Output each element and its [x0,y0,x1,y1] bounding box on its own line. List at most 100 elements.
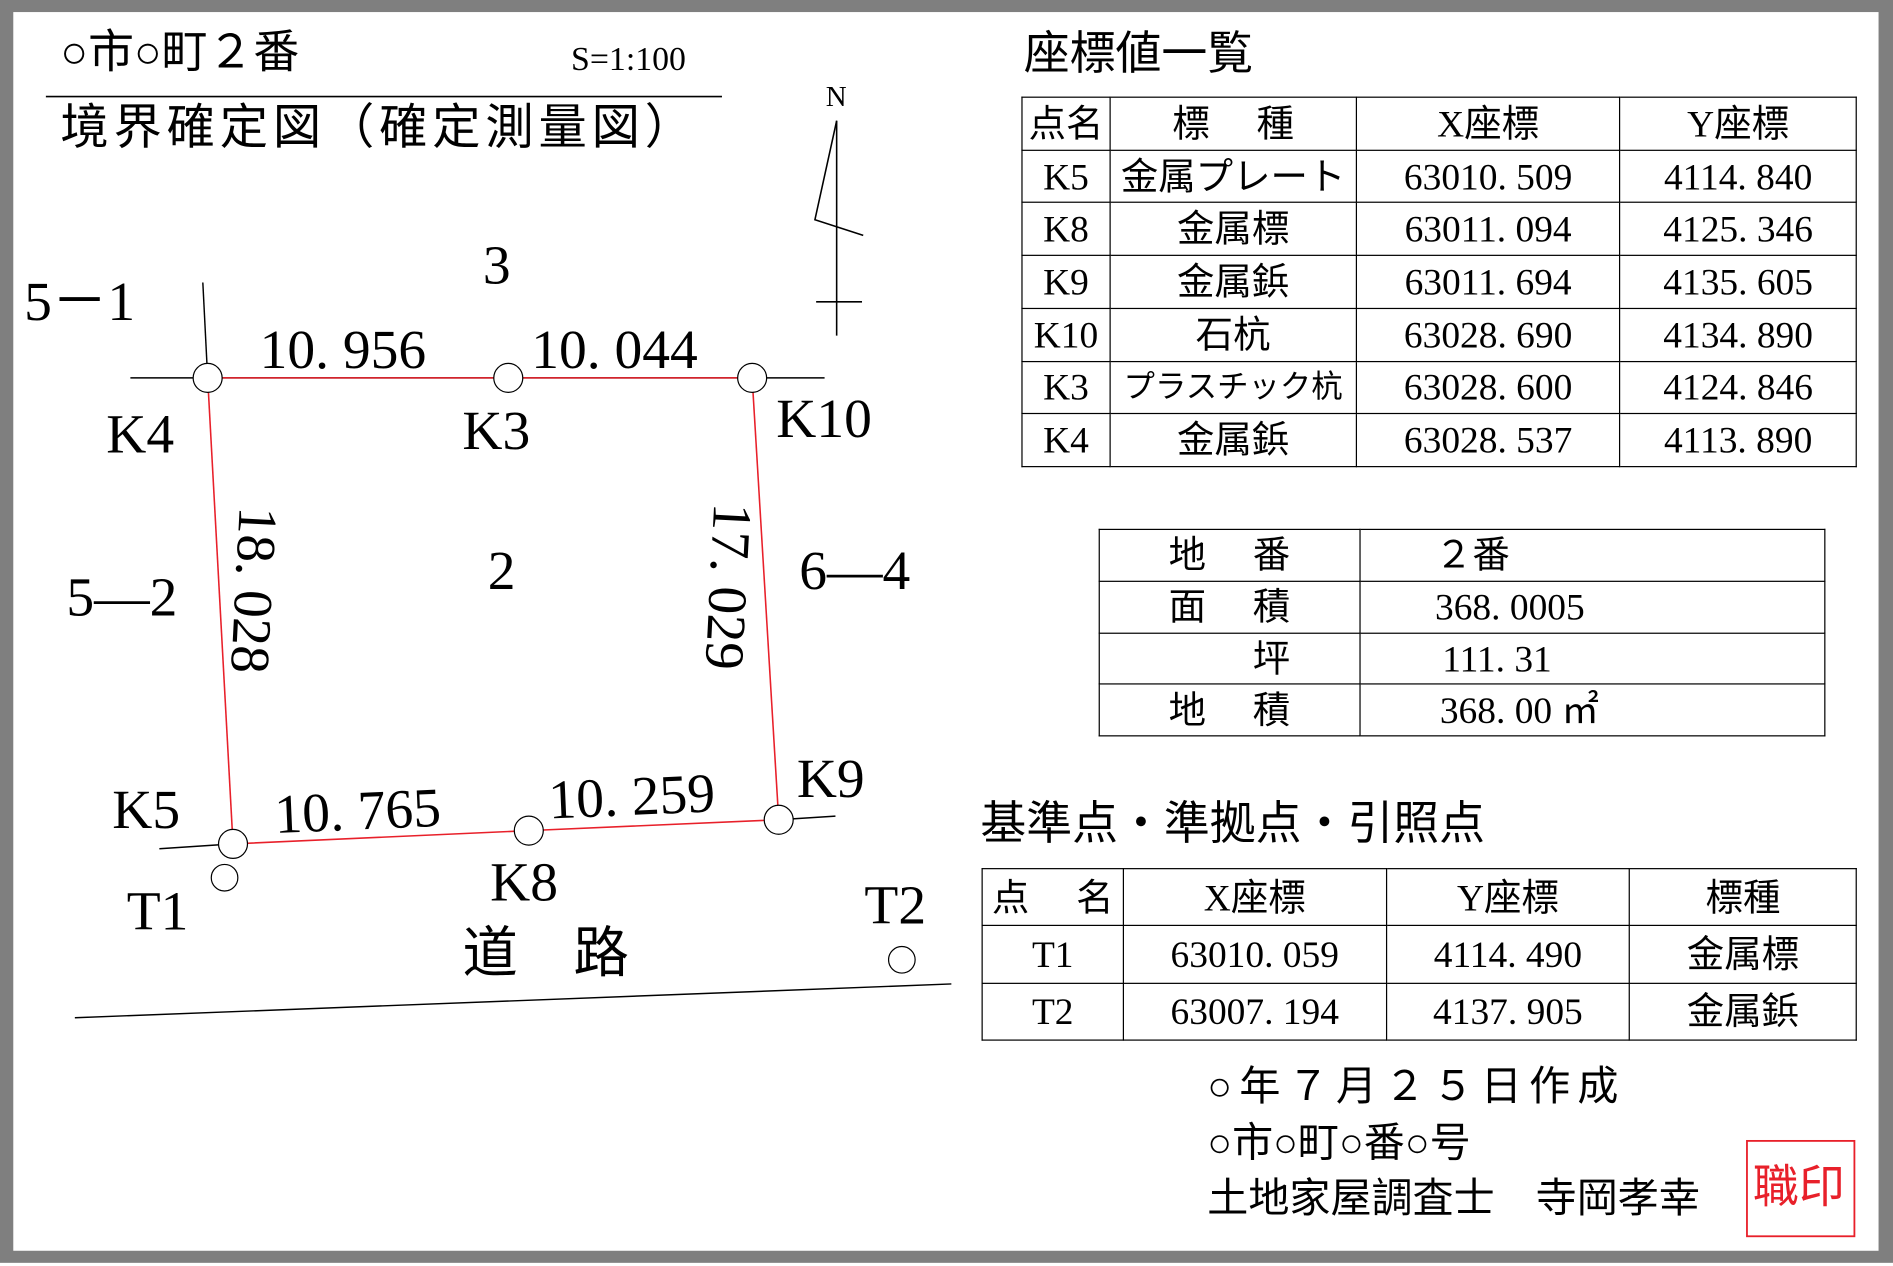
point-name: K3 [1021,360,1111,415]
row-label: 面 積 [1098,580,1361,634]
point-k9-marker [763,804,794,835]
y-coord: 4137. 905 [1385,982,1631,1041]
distance-k4-k5: 18. 028 [218,505,288,675]
table-header-row: 点名 標 種 X座標 Y座標 [1021,96,1857,151]
header-cell: 標 種 [1109,96,1357,151]
row-label: 地 番 [1098,528,1361,582]
drawing-title: 境界確定図（確定測量図） [60,100,698,155]
lot-6-4-label: 6—4 [799,541,910,602]
x-coord: 63011. 694 [1355,254,1621,309]
row-value: 368. 0005 [1358,580,1826,634]
distance-k5-k8: 10. 765 [273,778,442,846]
k4-label: K4 [106,405,174,466]
lot-2-label: 2 [488,541,516,602]
point-name: K4 [1021,413,1111,468]
y-coord: 4124. 846 [1619,360,1857,415]
t1-label: T1 [127,882,189,943]
surveyor-name: 土地家屋調査士 寺岡孝幸 [1207,1177,1700,1222]
point-t2-marker [887,945,916,974]
marker-type: 金属鋲 [1109,413,1357,468]
header-cell: X座標 [1122,868,1387,927]
point-name: K10 [1021,307,1111,362]
header-cell: Y座標 [1619,96,1857,151]
x-coord: 63028. 537 [1355,413,1621,468]
t2-label: T2 [864,876,926,937]
seal-box [1746,1139,1856,1238]
ref-table-title: 基準点・準拠点・引照点 [980,799,1485,850]
k10-label: K10 [776,389,872,450]
x-coord: 63028. 600 [1355,360,1621,415]
row-value: 368. 00 ㎡ [1358,683,1826,737]
k9-label: K9 [797,749,865,810]
y-coord: 4134. 890 [1619,307,1857,362]
location-title: ○市○町２番 [60,27,300,79]
x-coord: 63007. 194 [1122,982,1387,1041]
point-name: K9 [1021,254,1111,309]
header-cell: 点名 [1021,96,1111,151]
distance-k8-k9: 10. 259 [547,763,716,831]
y-coord: 4135. 605 [1619,254,1857,309]
north-label: N [826,81,847,113]
k5-label: K5 [112,780,180,841]
marker-type: プラスチック杭 [1109,360,1357,415]
point-k3-marker [493,362,524,393]
marker-type: 金属鋲 [1629,982,1857,1041]
official-seal: 職印 [1752,1162,1845,1214]
y-coord: 4113. 890 [1619,413,1857,468]
north-arrow-icon [814,120,864,336]
marker-type: 金属標 [1109,202,1357,257]
lot-3-label: 3 [483,236,511,297]
marker-type: 金属標 [1629,925,1857,984]
y-coord: 4114. 490 [1385,925,1631,984]
x-coord: 63010. 509 [1355,149,1621,204]
y-coord: 4114. 840 [1619,149,1857,204]
point-k4-marker [192,362,223,393]
road-label: 道 路 [462,924,629,985]
row-value: ２番 [1358,528,1826,582]
header-cell: 点 名 [981,868,1124,927]
lot-5-1-label: 5－1 [24,272,135,333]
x-coord: 63010. 059 [1122,925,1387,984]
coord-table-title: 座標値一覧 [1023,28,1254,80]
point-name: T1 [981,925,1124,984]
distance-k3-k10: 10. 044 [531,320,698,381]
table-header-row: 点 名 X座標 Y座標 標種 [981,868,1857,927]
k3-label: K3 [462,401,530,462]
row-value: 111. 31 [1358,632,1826,685]
boundary-lines [206,377,780,845]
scale-label: S=1:100 [571,41,686,79]
point-k5-marker [217,828,249,859]
x-coord: 63011. 094 [1355,202,1621,257]
k8-label: K8 [490,853,558,914]
y-coord: 4125. 346 [1619,202,1857,257]
header-cell: Y座標 [1385,868,1631,927]
point-name: K8 [1021,202,1111,257]
lot-5-2-label: 5—2 [66,568,177,629]
marker-type: 金属プレート [1109,149,1357,204]
marker-type: 石杭 [1109,307,1357,362]
distance-k4-k3: 10. 956 [260,320,427,381]
header-cell: 標種 [1629,868,1857,927]
point-name: K5 [1021,149,1111,204]
point-t1-marker [210,863,239,892]
point-k10-marker [737,362,768,393]
point-k8-marker [513,815,544,846]
header-cell: X座標 [1355,96,1621,151]
creation-date: ○年７月２５日作成 [1207,1064,1626,1110]
surveyor-address: ○市○町○番○号 [1207,1121,1471,1167]
x-coord: 63028. 690 [1355,307,1621,362]
